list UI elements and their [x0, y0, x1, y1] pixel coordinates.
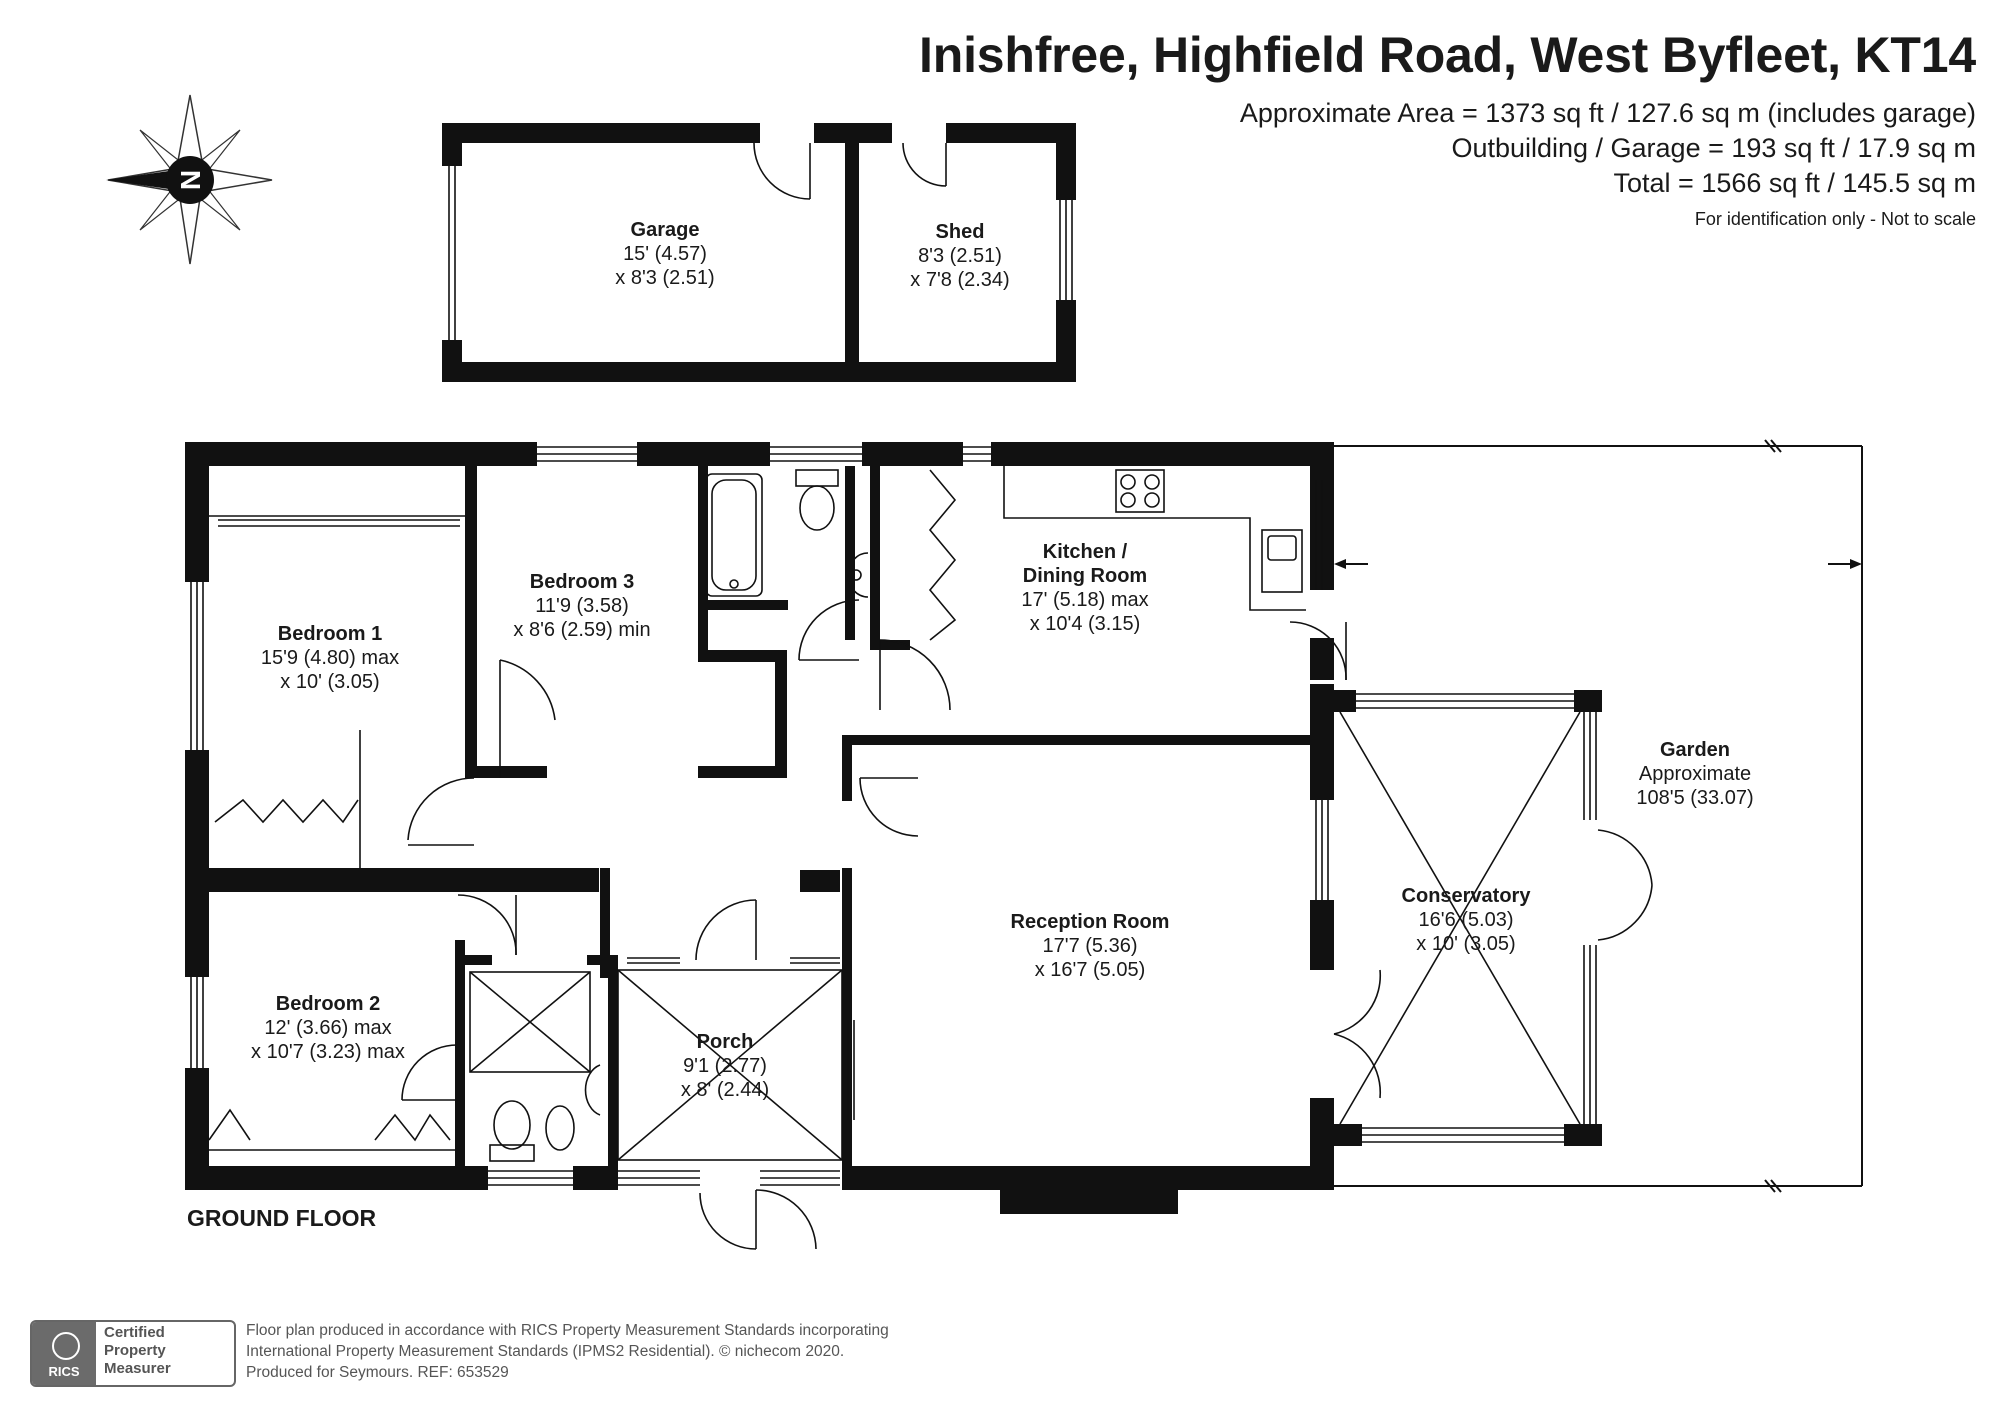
compass-letter: N	[175, 170, 206, 190]
room-dim-1: 15' (4.57)	[623, 243, 707, 265]
badge-line-3: Measurer	[104, 1360, 171, 1377]
room-dim-1: 12' (3.66) max	[264, 1017, 392, 1039]
room-dim-2: x 8'6 (2.59) min	[513, 619, 651, 641]
room-name-line-1: Kitchen /	[1042, 541, 1128, 563]
room-dim-1: 17' (5.18) max	[1021, 589, 1149, 611]
room-name-line-2: Dining Room	[1022, 565, 1148, 587]
room-name: Bedroom 3	[529, 571, 635, 593]
approximate-area: Approximate Area = 1373 sq ft / 127.6 sq…	[1239, 98, 1976, 128]
room-label-bedroom-1: Bedroom 1 15'9 (4.80) max x 10' (3.05)	[240, 622, 420, 694]
room-dim-2: x 7'8 (2.34)	[910, 269, 1010, 291]
room-label-shed: Shed 8'3 (2.51) x 7'8 (2.34)	[890, 220, 1030, 292]
room-dim-1: 11'9 (3.58)	[535, 595, 629, 617]
room-dim-2: x 10' (3.05)	[1416, 933, 1516, 955]
room-dim-2: 108'5 (33.07)	[1636, 787, 1754, 809]
garden-boundary	[1334, 439, 1863, 1193]
room-dim-2: x 10'7 (3.23) max	[251, 1041, 405, 1063]
rics-logo: RICS	[32, 1322, 96, 1385]
compass-rose-icon: N	[106, 94, 273, 265]
room-label-conservatory: Conservatory 16'6 (5.03) x 10' (3.05)	[1376, 884, 1556, 956]
room-dim-2: x 10' (3.05)	[280, 671, 380, 693]
room-dim-2: x 16'7 (5.05)	[1034, 959, 1146, 981]
identification-note: For identification only - Not to scale	[1694, 209, 1976, 229]
footer-disclaimer: Floor plan produced in accordance with R…	[246, 1320, 889, 1383]
room-name: Reception Room	[1010, 911, 1170, 933]
room-name: Conservatory	[1401, 885, 1531, 907]
rics-lion-icon	[52, 1332, 80, 1360]
room-label-bedroom-2: Bedroom 2 12' (3.66) max x 10'7 (3.23) m…	[228, 992, 428, 1064]
total-area: Total = 1566 sq ft / 145.5 sq m	[1613, 168, 1976, 198]
room-name: Shed	[935, 221, 985, 243]
room-name: Garage	[630, 219, 700, 241]
property-title: Inishfree, Highfield Road, West Byfleet,…	[919, 27, 1976, 83]
badge-text: Certified Property Measurer	[104, 1324, 171, 1378]
room-label-kitchen-dining: Kitchen / Dining Room 17' (5.18) max x 1…	[1000, 540, 1170, 636]
badge-line-1: Certified	[104, 1324, 165, 1341]
room-name: Bedroom 2	[275, 993, 381, 1015]
room-dim-1: 17'7 (5.36)	[1042, 935, 1138, 957]
room-dim-2: x 8'3 (2.51)	[615, 267, 715, 289]
outbuilding	[442, 123, 1076, 382]
floor-label: GROUND FLOOR	[187, 1205, 377, 1231]
badge-line-2: Property	[104, 1342, 166, 1359]
outbuilding-area: Outbuilding / Garage = 193 sq ft / 17.9 …	[1451, 133, 1976, 163]
room-dim-1: 8'3 (2.51)	[918, 245, 1002, 267]
room-dim-1: 15'9 (4.80) max	[260, 647, 400, 669]
room-dim-2: x 8' (2.44)	[680, 1079, 770, 1101]
room-dim-1: 9'1 (2.77)	[683, 1055, 767, 1077]
rics-wordmark: RICS	[48, 1364, 80, 1379]
room-label-reception-room: Reception Room 17'7 (5.36) x 16'7 (5.05)	[990, 910, 1190, 982]
house-walls	[185, 442, 1334, 1214]
room-label-bedroom-3: Bedroom 3 11'9 (3.58) x 8'6 (2.59) min	[492, 570, 672, 642]
footer-line-2: International Property Measurement Stand…	[246, 1343, 845, 1360]
conservatory	[1334, 690, 1602, 1146]
room-name: Porch	[696, 1031, 754, 1053]
rics-certified-badge: RICS Certified Property Measurer	[30, 1320, 236, 1387]
room-label-garage: Garage 15' (4.57) x 8'3 (2.51)	[590, 218, 740, 290]
room-name: Garden	[1659, 739, 1731, 761]
footer-line-3: Produced for Seymours. REF: 653529	[246, 1364, 509, 1381]
room-label-garden: Garden Approximate 108'5 (33.07)	[1610, 738, 1780, 810]
footer-line-1: Floor plan produced in accordance with R…	[246, 1322, 889, 1339]
room-label-porch: Porch 9'1 (2.77) x 8' (2.44)	[660, 1030, 790, 1102]
room-dim-1: 16'6 (5.03)	[1418, 909, 1514, 931]
room-name: Bedroom 1	[277, 623, 383, 645]
room-dim-1: Approximate	[1638, 763, 1752, 785]
room-dim-2: x 10'4 (3.15)	[1029, 613, 1141, 635]
